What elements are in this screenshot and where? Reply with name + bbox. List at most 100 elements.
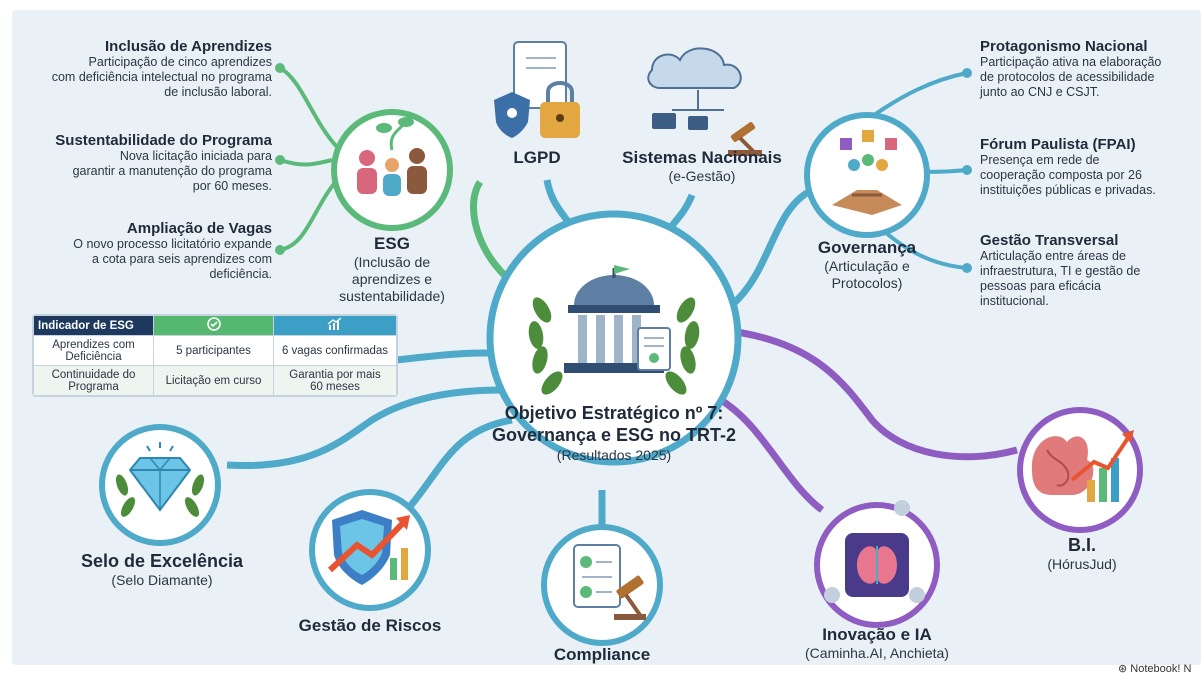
link-esg-item1 [278, 66, 339, 149]
table-row-1-c2: 6 vagas confirmadas [273, 335, 397, 366]
gov-item-2-line2: cooperação composta por 26 [980, 168, 1142, 182]
shield-chart-icon [327, 510, 410, 585]
bottom-margin [0, 665, 1201, 675]
esg-label: ESG (Inclusão de aprendizes e sustentabi… [312, 234, 472, 305]
link-riscos [404, 416, 513, 513]
esg-title: ESG [374, 234, 410, 253]
brain-chart-icon [1031, 430, 1134, 502]
lock-shield-icon [494, 41, 580, 138]
courthouse-icon [564, 265, 671, 373]
laurel-icon [528, 297, 700, 395]
connector-lines [99, 41, 1143, 646]
gov-item-3-line1: Articulação entre áreas de [980, 249, 1126, 263]
esg-item-2: Sustentabilidade do Programa Nova licita… [12, 132, 272, 194]
gov-item-1: Protagonismo Nacional Participação ativa… [980, 38, 1200, 100]
esg-sub3: sustentabilidade) [339, 288, 445, 304]
esg-item-3-line3: deficiência. [209, 267, 272, 281]
inovacao-sub: (Caminha.AI, Anchieta) [805, 645, 949, 661]
bi-label: B.I. (HórusJud) [1022, 534, 1142, 573]
esg-item-2-line2: garantir a manutenção do programa [72, 164, 272, 178]
bi-title: B.I. [1067, 535, 1096, 555]
ai-brain-icon [824, 500, 925, 603]
gov-bullet-2 [962, 165, 972, 175]
table-row-2-c2: Garantia por mais 60 meses [273, 365, 397, 396]
gov-item-1-line1: Participação ativa na elaboração [980, 55, 1162, 69]
esg-bullet-1 [275, 63, 285, 73]
table-header: Indicador de ESG [33, 315, 154, 336]
sistemas-sub: (e-Gestão) [668, 168, 736, 184]
esg-bullet-2 [275, 155, 285, 165]
diamond-icon [115, 442, 205, 517]
gov-item-3-line4: institucional. [980, 294, 1049, 308]
link-esg-item3 [279, 178, 339, 252]
handshake-icon [832, 130, 902, 215]
center-title-line1: Objetivo Estratégico nº 7: [504, 403, 724, 423]
esg-item-3-line1: O novo processo licitatório expande [73, 237, 272, 251]
inovacao-title: Inovação e IA [822, 625, 932, 644]
sistemas-label: Sistemas Nacionais (e-Gestão) [612, 148, 792, 185]
gov-item-1-title: Protagonismo Nacional [980, 38, 1148, 55]
sistemas-title: Sistemas Nacionais [622, 148, 782, 167]
esg-item-2-line1: Nova licitação iniciada para [119, 149, 272, 163]
table-row-1-label-b: Deficiência [65, 350, 122, 363]
table-trend-icon [273, 315, 397, 336]
link-inovacao [710, 391, 825, 513]
esg-bullet-3 [275, 245, 285, 255]
esg-item-1: Inclusão de Aprendizes Participação de c… [12, 38, 272, 100]
governanca-sub1: (Articulação e [824, 258, 910, 274]
governanca-label: Governança (Articulação e Protocolos) [792, 238, 942, 292]
esg-item-1-line2: com deficiência intelectual no programa [51, 70, 272, 84]
esg-indicator-table: Indicador de ESG Aprendizes com Deficiên… [32, 314, 398, 397]
esg-item-3-line2: a cota para seis aprendizes com [92, 252, 272, 266]
table-row-1-label-a: Aprendizes com [52, 338, 135, 351]
gov-item-3-line3: pessoas para eficácia [980, 279, 1101, 293]
table-row-2-c1: Licitação em curso [153, 365, 274, 396]
gov-item-1-line2: de protocolos de acessibilidade [980, 70, 1155, 84]
compliance-label: Compliance [553, 645, 651, 664]
esg-item-1-title: Inclusão de Aprendizes [105, 38, 272, 55]
esg-sub1: (Inclusão de [353, 254, 431, 270]
footer-text: Notebook! N [1130, 663, 1192, 675]
esg-sub2: aprendizes e [351, 271, 433, 287]
esg-item-2-line3: por 60 meses. [192, 179, 272, 193]
esg-item-3: Ampliação de Vagas O novo processo licit… [12, 220, 272, 282]
center-subtitle: (Resultados 2025) [556, 447, 672, 463]
table-row-1-label: Aprendizes com Deficiência [33, 335, 154, 366]
selo-title: Selo de Excelência [80, 551, 244, 571]
table-row-2-c2-b: 60 meses [310, 380, 360, 393]
document-gavel-icon [573, 544, 646, 620]
gov-item-2: Fórum Paulista (FPAI) Presença em rede d… [980, 136, 1200, 198]
link-bi [721, 326, 1018, 461]
gov-item-3-title: Gestão Transversal [980, 232, 1119, 249]
diagram-canvas: Objetivo Estratégico nº 7: Governança e … [12, 10, 1201, 665]
gov-item-1-line3: junto ao CNJ e CSJT. [980, 85, 1100, 99]
table-check-icon [153, 315, 274, 336]
inovacao-label: Inovação e IA (Caminha.AI, Anchieta) [772, 625, 982, 662]
table-row-2-c2-a: Garantia por mais [289, 368, 381, 381]
gov-item-2-line1: Presença em rede de [980, 153, 1100, 167]
cloud-network-icon [647, 47, 762, 156]
esg-item-3-title: Ampliação de Vagas [126, 220, 272, 237]
gov-item-3: Gestão Transversal Articulação entre áre… [980, 232, 1200, 309]
link-gov-item1 [865, 71, 968, 122]
link-governanca [729, 186, 814, 308]
lgpd-label: LGPD [513, 148, 561, 167]
gov-bullet-3 [962, 263, 972, 273]
governanca-sub2: Protocolos) [831, 275, 903, 291]
riscos-label: Gestão de Riscos [298, 616, 442, 635]
table-row-1-c1: 5 participantes [153, 335, 274, 366]
link-esg-item2 [279, 158, 333, 167]
footer-logo-icon: ⊛ [1118, 663, 1131, 675]
selo-sub: (Selo Diamante) [111, 572, 213, 588]
gov-item-3-line2: infraestrutura, TI e gestão de [980, 264, 1141, 278]
esg-item-1-line1: Participação de cinco aprendizes [88, 55, 272, 69]
governanca-title: Governança [817, 238, 917, 257]
link-selo [226, 386, 503, 470]
selo-label: Selo de Excelência (Selo Diamante) [52, 550, 272, 589]
gov-bullet-1 [962, 68, 972, 78]
gov-item-2-title: Fórum Paulista (FPAI) [980, 136, 1136, 153]
center-title-line2: Governança e ESG no TRT-2 [491, 425, 737, 445]
esg-item-2-title: Sustentabilidade do Programa [55, 132, 272, 149]
table-row-2-label-a: Continuidade do [51, 368, 136, 381]
table-row-2-label: Continuidade do Programa [33, 365, 154, 396]
